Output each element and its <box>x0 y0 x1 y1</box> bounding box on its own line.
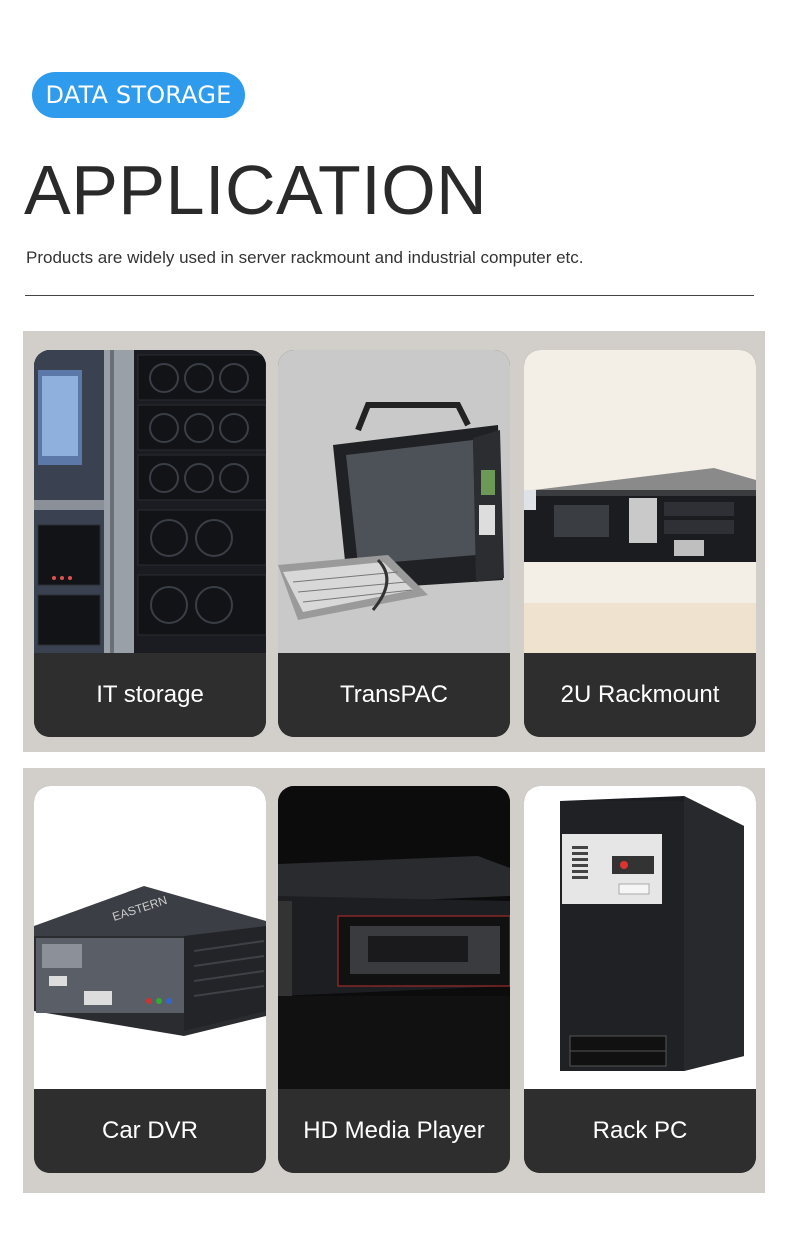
media-player-image <box>278 786 510 1089</box>
category-badge: DATA STORAGE <box>32 72 245 118</box>
application-row-2: EASTERN Car DVR HD Media Player <box>23 768 765 1193</box>
application-card-transpac[interactable]: TransPAC <box>278 350 510 737</box>
application-label: IT storage <box>34 653 266 737</box>
application-card-2u-rackmount[interactable]: 2U Rackmount <box>524 350 756 737</box>
rackmount-chassis-image <box>524 350 756 653</box>
application-label: Car DVR <box>34 1089 266 1173</box>
car-dvr-image: EASTERN <box>34 786 266 1089</box>
application-label: 2U Rackmount <box>524 653 756 737</box>
application-card-it-storage[interactable]: IT storage <box>34 350 266 737</box>
application-label: HD Media Player <box>278 1089 510 1173</box>
application-card-hd-media-player[interactable]: HD Media Player <box>278 786 510 1173</box>
tower-pc-image <box>524 786 756 1089</box>
application-card-rack-pc[interactable]: Rack PC <box>524 786 756 1173</box>
application-label: TransPAC <box>278 653 510 737</box>
divider <box>25 295 754 296</box>
application-label: Rack PC <box>524 1089 756 1173</box>
application-row-1: IT storage TransPAC <box>23 331 765 752</box>
application-card-car-dvr[interactable]: EASTERN Car DVR <box>34 786 266 1173</box>
page-title: APPLICATION <box>24 151 488 229</box>
server-rack-image <box>34 350 266 653</box>
page-subtitle: Products are widely used in server rackm… <box>26 248 584 267</box>
portable-workstation-image <box>278 350 510 653</box>
